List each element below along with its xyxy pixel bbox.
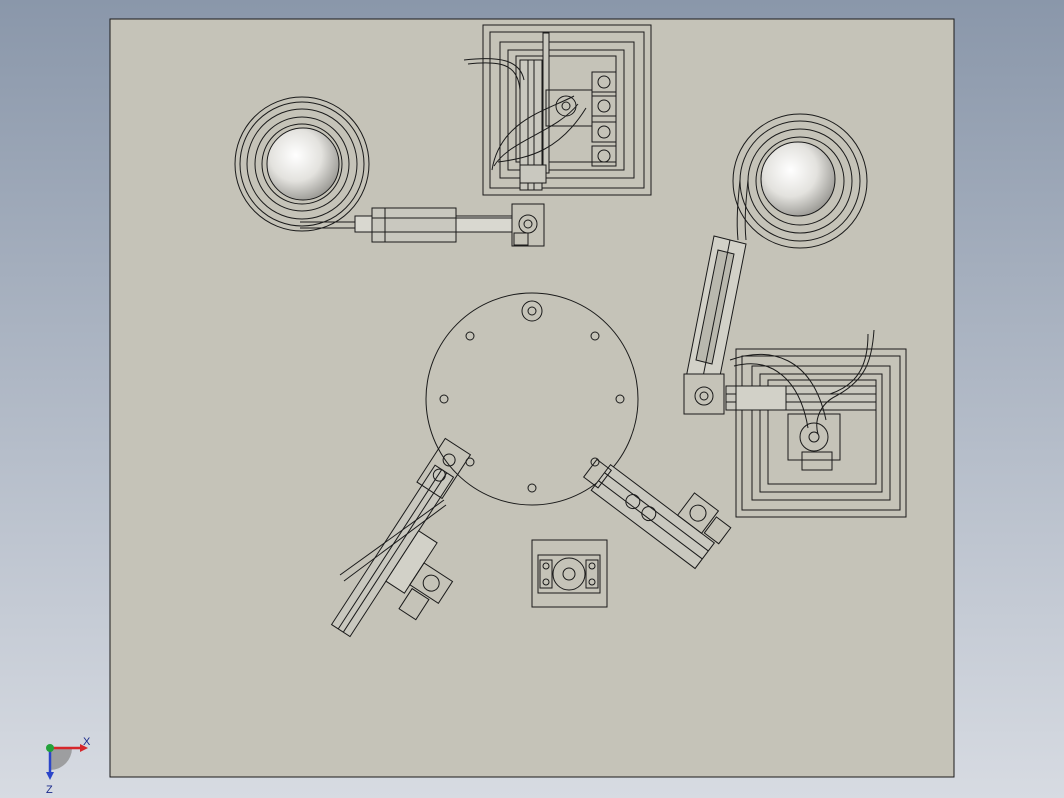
station-lower-left <box>330 437 472 638</box>
station-right <box>725 329 907 518</box>
z-axis-label: Z <box>46 784 53 796</box>
station-lower-right <box>582 458 732 570</box>
feeder-bowl-right <box>732 113 868 249</box>
station-top <box>463 24 652 196</box>
rotary-index-table <box>425 292 639 506</box>
x-axis-label: X <box>83 736 91 748</box>
x-axis-arrowhead <box>80 744 88 752</box>
feeder-bowl-left <box>234 96 370 232</box>
z-axis-arrowhead <box>46 772 54 780</box>
y-axis-dot <box>46 744 54 752</box>
triad-quadrant <box>50 748 72 770</box>
axis-triad: X Z <box>46 736 91 796</box>
bottom-fixture <box>531 539 608 608</box>
linear-feeder-left <box>354 203 545 247</box>
linear-feeder-right <box>683 235 747 415</box>
